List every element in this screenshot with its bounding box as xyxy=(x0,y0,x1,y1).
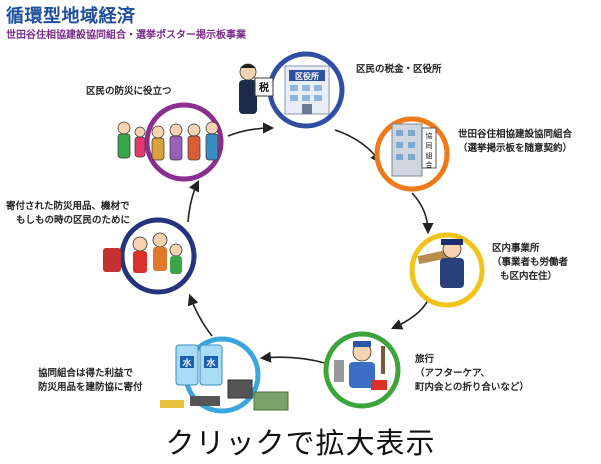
label-citizens-line-1: 区民の防災に役立つ xyxy=(86,86,172,97)
page-title: 循環型地域経済 xyxy=(6,6,136,27)
label-donate: 協同組合は得た利益で 防災用品を建防協に寄付 xyxy=(38,367,143,395)
label-donate-line-2: 防災用品を建防協に寄付 xyxy=(38,381,143,393)
arrow-ward-to-coop xyxy=(334,129,382,164)
label-ward: 区民の税金・区役所 xyxy=(356,63,442,77)
label-coop: 世田谷住相協建設協同組合 （選挙掲示板を随意契約） xyxy=(458,128,572,156)
label-ward-line-1: 区民の税金・区役所 xyxy=(356,64,442,75)
label-trip-line-2: （アフターケア、 xyxy=(415,367,491,379)
node-citizens xyxy=(117,102,224,182)
water-bottle-text-2: 水 xyxy=(206,357,216,369)
label-biz: 区内事業所 （事業者も労働者 も区内在住） xyxy=(492,242,568,283)
label-biz-line-3: も区内在住） xyxy=(500,270,558,282)
label-supplies-line-2: もしもの時の区民のために xyxy=(16,214,131,226)
water-bottle-text-1: 水 xyxy=(182,357,192,369)
label-biz-line-2: （事業者も労働者 xyxy=(492,256,569,268)
label-citizens: 区民の防災に役立つ xyxy=(86,85,172,99)
label-coop-line-2: （選挙掲示板を随意契約） xyxy=(458,142,573,154)
label-donate-line-1: 協同組合は得た利益で xyxy=(38,368,134,379)
label-trip-line-1: 旅行 xyxy=(415,354,435,365)
node-coop: 協 同 組 合 xyxy=(374,116,450,192)
arrow-trip-to-donate xyxy=(259,351,326,364)
arrow-donate-to-supplies xyxy=(187,293,213,337)
arrow-biz-to-trip xyxy=(390,299,429,330)
ward-sign-text: 区役所 xyxy=(295,71,319,81)
node-trip xyxy=(323,331,401,409)
svg-text:合: 合 xyxy=(426,160,433,169)
page-subtitle: 世田谷住相協建設協同組合・選挙ポスター掲示板事業 xyxy=(6,30,246,41)
node-biz xyxy=(409,232,485,308)
svg-text:同: 同 xyxy=(426,142,433,150)
label-supplies: 寄付された防災用品、機材で もしもの時の区民のために xyxy=(6,200,130,228)
label-supplies-line-1: 寄付された防災用品、機材で xyxy=(6,201,130,212)
click-to-enlarge-link[interactable]: クリックで拡大表示 xyxy=(165,426,436,460)
label-coop-line-1: 世田谷住相協建設協同組合 xyxy=(458,129,573,140)
arrow-coop-to-biz xyxy=(411,192,434,235)
label-biz-line-1: 区内事業所 xyxy=(492,243,540,254)
taxpayer-figure: 税 xyxy=(239,63,274,114)
node-donate: 水 水 xyxy=(160,336,289,414)
tax-bag-text: 税 xyxy=(259,81,269,94)
label-trip: 旅行 （アフターケア、 町内会との折り合いなど） xyxy=(415,353,529,394)
node-supplies xyxy=(103,217,197,295)
node-ward: 区役所 xyxy=(267,51,345,129)
label-trip-line-3: 町内会との折り合いなど） xyxy=(415,381,529,393)
coop-sign-text: 協 xyxy=(426,131,433,140)
svg-text:組: 組 xyxy=(426,151,433,160)
arrow-supplies-to-citizens xyxy=(187,179,200,223)
arrow-citizens-to-ward xyxy=(227,122,275,137)
